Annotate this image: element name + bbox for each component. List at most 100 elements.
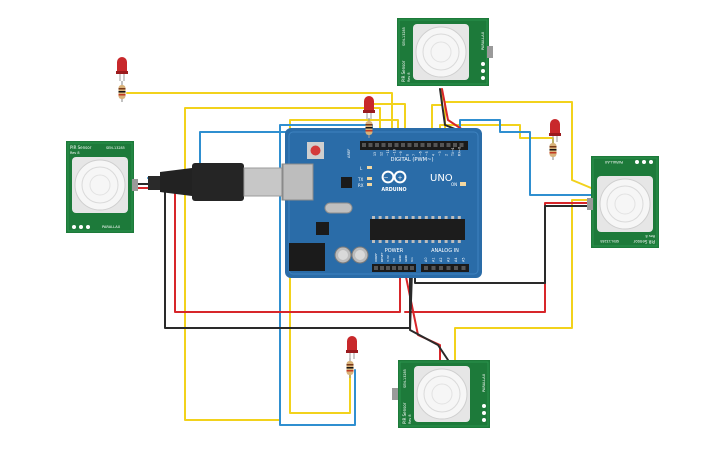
power-pin-hole[interactable] [404, 266, 408, 270]
power-pin-hole[interactable] [374, 266, 378, 270]
usb-plug-metal [243, 167, 287, 197]
digital-pin-hole[interactable] [453, 143, 457, 147]
digital-pin-label: 8 [406, 154, 410, 156]
led-topleft[interactable] [116, 57, 128, 81]
chip-pin [405, 216, 408, 219]
digital-pin-hole[interactable] [401, 143, 405, 147]
digital-pin-hole[interactable] [368, 143, 373, 147]
digital-pin-hole[interactable] [414, 143, 418, 147]
analog-pin-hole[interactable] [431, 266, 436, 270]
analog-pin-label: A1 [432, 258, 436, 262]
resistor-topleft[interactable] [118, 81, 126, 102]
usb-plug-body[interactable] [192, 163, 244, 201]
digital-pin-hole[interactable] [394, 143, 399, 147]
pir-rev: Rev 8 [407, 72, 411, 82]
analog-pin-hole[interactable] [424, 266, 428, 270]
chip-pin [457, 240, 461, 243]
digital-label: DIGITAL (PWM~) [390, 157, 433, 163]
usb-connector [282, 163, 314, 201]
chip-pin [424, 216, 428, 219]
power-pin-hole[interactable] [380, 266, 384, 270]
power-pin-hole[interactable] [386, 266, 390, 270]
pir-title: PIR Sensor [633, 239, 655, 244]
pir-sensor-left[interactable]: PIR Sensor Rev 8 SEN-13285 PARALLAX [66, 141, 138, 233]
aref-label: AREF [347, 149, 351, 158]
analog-pin-hole[interactable] [461, 266, 466, 270]
wire-yellow-pir-right[interactable] [454, 199, 597, 361]
chip-pin [418, 216, 422, 219]
wire-blue-right[interactable] [459, 119, 597, 196]
power-pin-hole[interactable] [410, 266, 414, 270]
power-jack [289, 243, 325, 271]
digital-pin-hole[interactable] [459, 143, 464, 147]
digital-pin-label: ~9 [399, 151, 403, 156]
chip-pin [398, 240, 402, 243]
power-pin-label: 3.3V [386, 254, 390, 262]
usb-chip [341, 177, 352, 188]
pir-sensor-top[interactable]: PIR Sensor Rev 8 SEN-13285 PARALLAX [397, 18, 493, 86]
digital-pin-hole[interactable] [407, 143, 412, 147]
led-bottom[interactable] [346, 336, 358, 359]
chip-pins [372, 216, 461, 243]
chip-pin [457, 216, 461, 219]
power-pin-hole[interactable] [398, 266, 402, 270]
pir-rev: Rev 8 [70, 151, 80, 155]
capacitor-2-top [355, 250, 365, 260]
power-pin-label: Vin [410, 257, 414, 262]
led-top-center[interactable] [363, 96, 375, 119]
analog-header [421, 264, 469, 272]
chip-pin [385, 240, 389, 243]
pir-title: PIR Sensor [70, 145, 92, 150]
wire-yellow-left-led[interactable] [184, 107, 381, 421]
pir-code: SEN-13285 [106, 146, 125, 150]
digital-pin-label: ~10 [393, 149, 397, 156]
chip-pin [451, 216, 455, 219]
digital-pin-hole[interactable] [427, 143, 431, 147]
reset-button[interactable] [310, 145, 321, 156]
digital-pin-hole[interactable] [446, 143, 451, 147]
digital-pin-hole[interactable] [420, 143, 425, 147]
arduino-outline [288, 131, 479, 275]
pir-mfr: PARALLAX [481, 31, 485, 50]
logo-minus: − [383, 175, 388, 182]
arduino-uno[interactable]: DIGITAL (PWM~) AREF − + ARDUINO UNO L TX… [282, 128, 482, 278]
digital-pin-hole[interactable] [381, 143, 386, 147]
pir-sensor-right[interactable]: PIR Sensor Rev 8 SEN-13285 PARALLAX [587, 156, 659, 248]
analog-pin-hole[interactable] [454, 266, 458, 270]
digital-pin-hole[interactable] [362, 143, 366, 147]
led-l [367, 166, 372, 169]
digital-pin-label: 12 [380, 152, 384, 156]
led-rim [116, 71, 128, 74]
wire-yellow-right[interactable] [444, 101, 597, 191]
chip-pin [405, 240, 408, 243]
chip-pin [431, 216, 435, 219]
wire-black-right-pir[interactable] [414, 205, 597, 284]
wire-black-bottom-pir[interactable] [409, 271, 449, 361]
resistor-top-center[interactable] [365, 118, 373, 138]
led-dome [117, 57, 127, 72]
pir-mfr: PARALLAX [482, 373, 486, 392]
pir-code: SEN-13285 [402, 27, 406, 46]
crystal [324, 202, 353, 214]
pir-code: SEN-13285 [600, 239, 619, 243]
digital-pin-label: TX→1 [451, 147, 455, 157]
digital-pin-hole[interactable] [375, 143, 379, 147]
chip-pin [372, 240, 375, 243]
resistor-bottom[interactable] [346, 358, 354, 378]
analog-pin-hole[interactable] [446, 266, 451, 270]
analog-pin-label: A2 [439, 258, 443, 262]
resistor-right[interactable] [549, 140, 557, 160]
chip-pin [438, 216, 441, 219]
analog-pin-hole[interactable] [439, 266, 443, 270]
digital-pin-hole[interactable] [440, 143, 444, 147]
power-pin-hole[interactable] [392, 266, 396, 270]
arduino-logo: − + [381, 170, 407, 184]
on-label: ON [451, 182, 457, 187]
atmega-chip [370, 219, 465, 240]
chip-pin [444, 240, 448, 243]
power-pin-label: GND [398, 254, 402, 262]
digital-pin-hole[interactable] [433, 143, 438, 147]
pir-sensor-bottom[interactable]: PIR Sensor Rev 8 SEN-13285 PARALLAX [392, 360, 490, 428]
digital-pin-hole[interactable] [388, 143, 392, 147]
